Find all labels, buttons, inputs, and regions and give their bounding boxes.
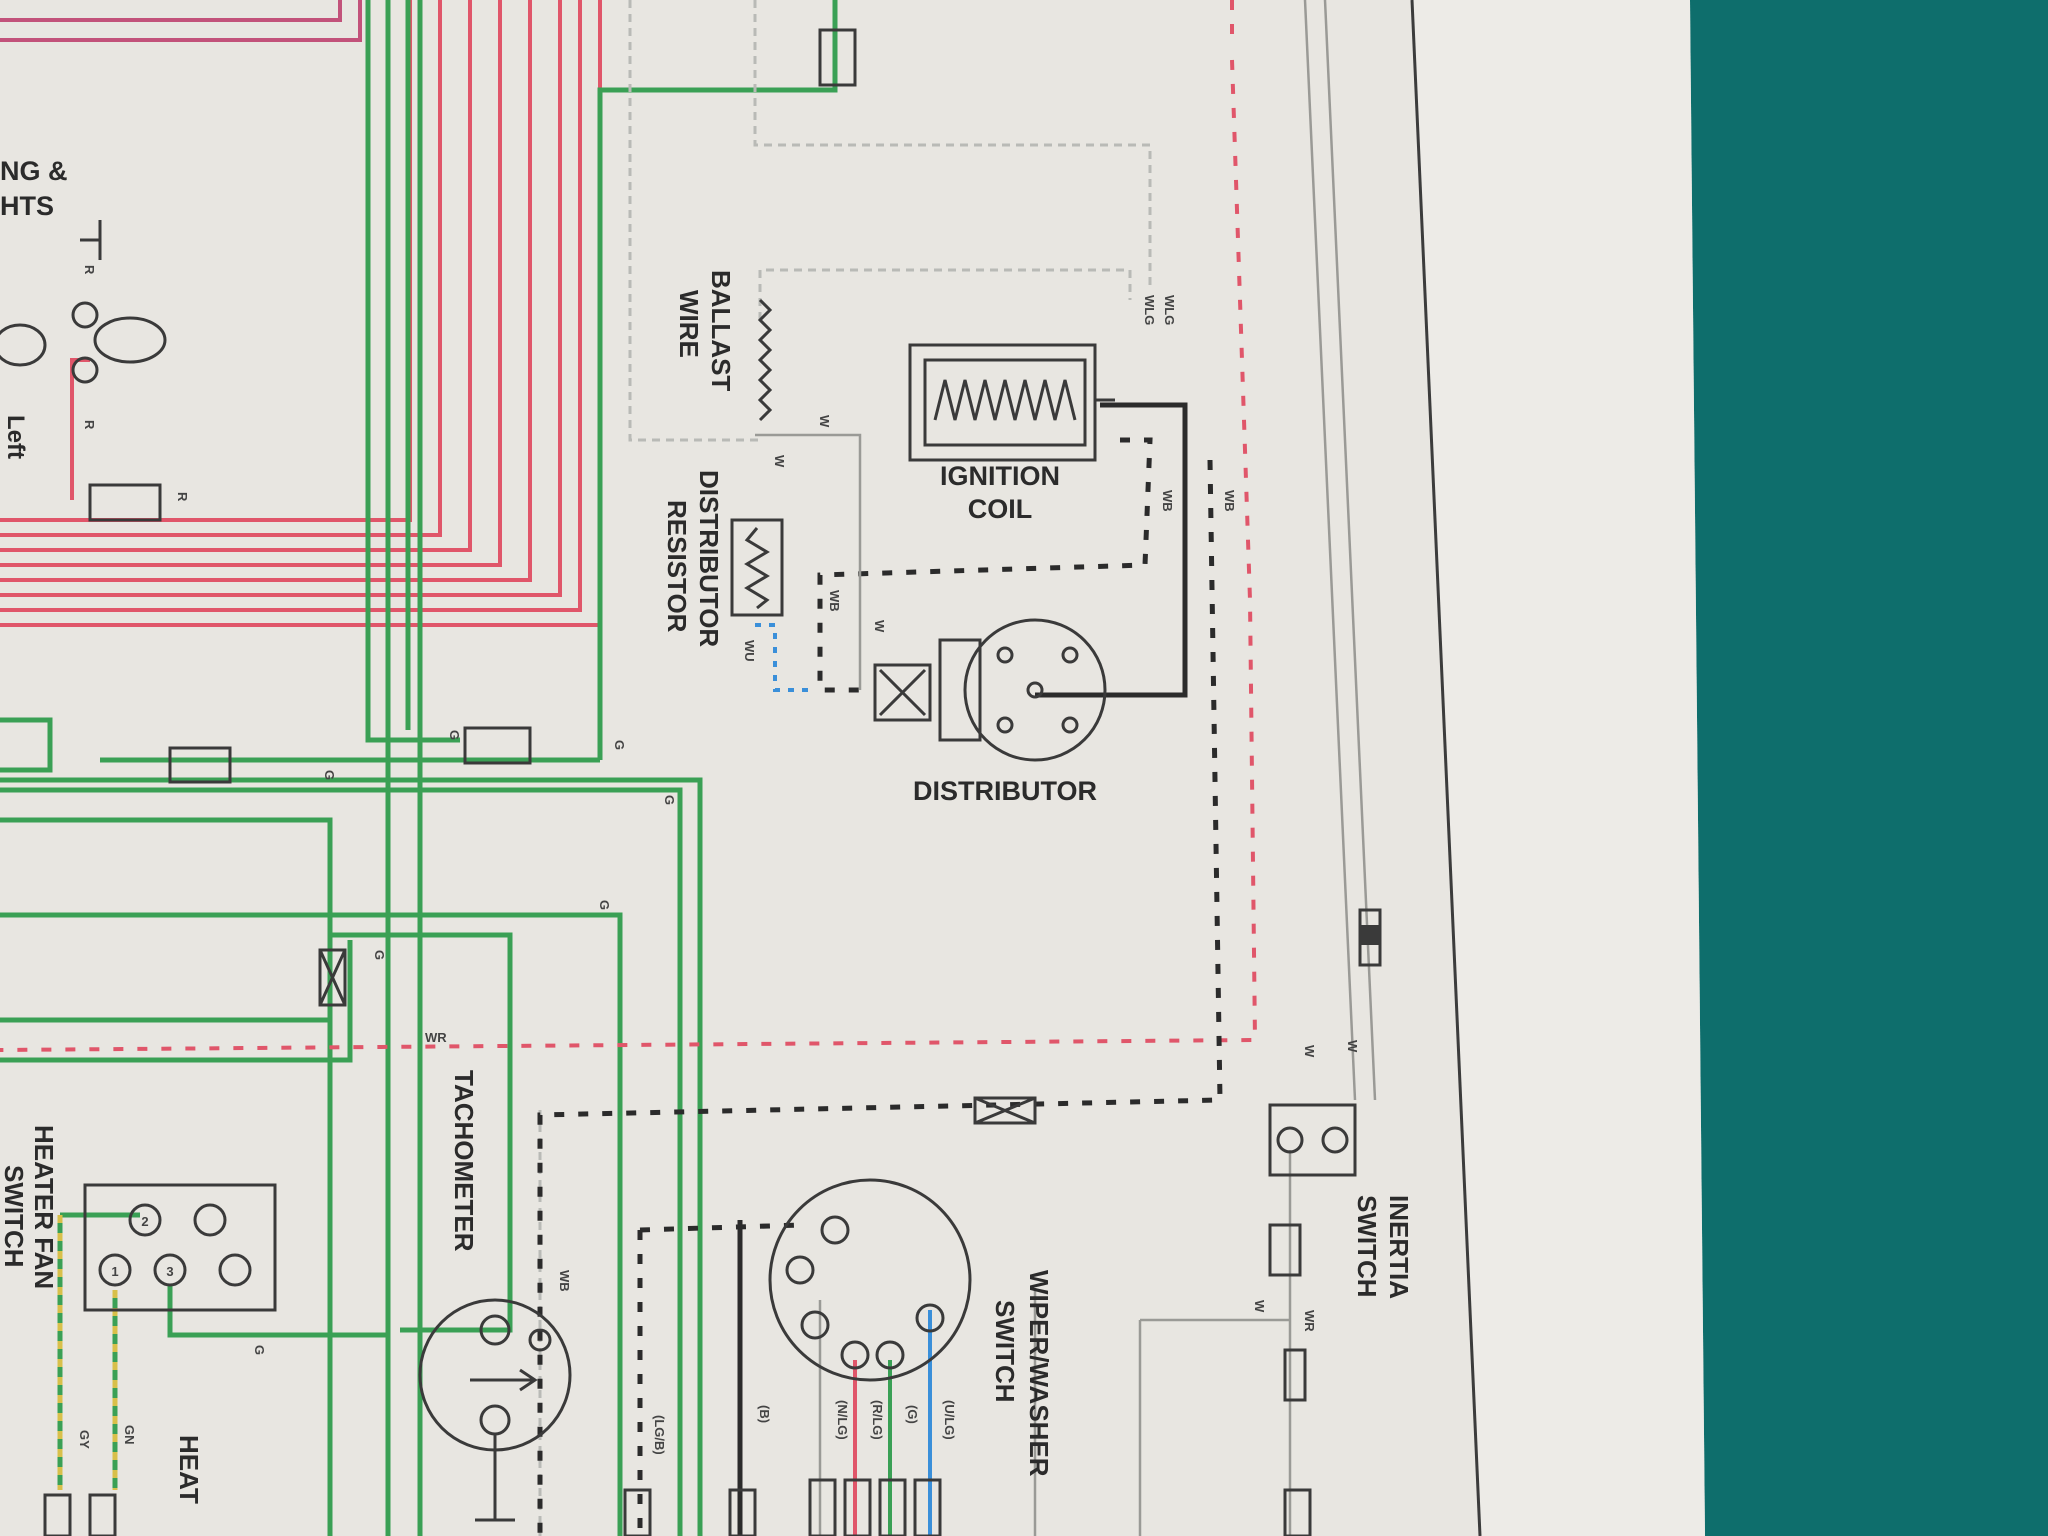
code-g: G [612,740,627,750]
grey-dashed-wires [538,0,1152,1536]
heater-fan-switch [83,1183,277,1312]
code-g: G [662,795,677,805]
tachometer [418,1298,572,1522]
code-w: W [1302,1045,1317,1058]
code-lgb: (LG/B) [652,1415,667,1455]
code-wb: WB [557,1270,572,1292]
left-lamp-label: Left [2,415,29,459]
heater-fan-switch-label-2: SWITCH [0,1165,29,1268]
code-nlg: (N/LG) [835,1400,850,1440]
component-labels: IGNITION COIL DISTRIBUTOR BALLAST WIRE D… [0,156,1414,1504]
code-wb: WB [827,590,842,612]
heater-fan-switch-label-1: HEATER FAN [29,1125,59,1289]
code-g: G [447,730,462,740]
distributor-resistor-label-2: RESISTOR [662,500,692,633]
green-yellow-wire [57,1212,140,1490]
black-dashed-wire [537,437,1223,1536]
code-g: G [322,770,337,780]
code-wb: WB [1222,490,1237,512]
code-wb: WB [1160,490,1175,512]
connectors [43,28,1382,1536]
terminal-3: 3 [166,1264,173,1279]
code-b: (B) [757,1405,772,1423]
code-r: R [82,265,97,275]
code-w: W [872,620,887,633]
lights-label-partial-1: NG & [0,156,68,186]
distributor-resistor [730,518,784,617]
lights-label-partial-2: HTS [0,191,54,221]
ignition-coil-label-2: COIL [968,494,1033,524]
wire-code-labels: G G G G G G G R R R W W W W W W WB WB WB… [77,265,1360,1455]
lamp-symbol [0,220,167,384]
code-w: W [1345,1040,1360,1053]
code-gy: GY [77,1430,92,1449]
terminal-1: 1 [111,1264,118,1279]
code-r: R [82,420,97,430]
ballast-wire-resistor [757,298,773,422]
code-r: R [175,492,190,502]
inertia-switch-label-2: SWITCH [1352,1195,1382,1298]
code-gn: GN [122,1425,137,1445]
code-wr: WR [425,1030,447,1045]
code-g: G [252,1345,267,1355]
black-coil-wire [737,402,1188,1536]
ballast-wire-label-2: WIRE [674,290,704,358]
tachometer-label: TACHOMETER [449,1070,479,1252]
inertia-switch [1268,1103,1357,1402]
wiper-washer-switch [768,1178,972,1382]
code-g: G [597,900,612,910]
red-dashed-wire [0,0,1258,1052]
red-green-wires [853,1360,892,1536]
terminal-2: 2 [141,1214,148,1229]
code-g-bracket: (G) [905,1405,920,1424]
border-line [1410,0,1482,1536]
distributor [873,618,1107,762]
white-wires [755,0,1377,1536]
blue-wires [755,623,932,1536]
paper-sheet [0,0,1705,1536]
wiper-washer-switch-label-2: SWITCH [990,1300,1020,1403]
code-wlg: WLG [1162,295,1177,325]
code-w: W [772,455,787,468]
code-g: G [372,950,387,960]
heater-label-partial: HEAT [174,1435,204,1504]
code-w: W [817,415,832,428]
code-w: W [1252,1300,1267,1313]
distributor-resistor-label-1: DISTRIBUTOR [694,470,724,647]
code-wu: WU [742,640,757,662]
code-ulg: (U/LG) [942,1400,957,1440]
code-wlg: WLG [1142,295,1157,325]
inertia-switch-label-1: INERTIA [1384,1195,1414,1299]
code-wr: WR [1302,1310,1317,1332]
distributor-label: DISTRIBUTOR [913,776,1097,806]
code-rlg: (R/LG) [870,1400,885,1440]
wiper-washer-switch-label-1: WIPER/WASHER [1024,1270,1054,1477]
green-wire-network [0,0,838,1536]
switch-terminals: 2 1 3 [111,1214,173,1279]
ballast-wire-label-1: BALLAST [706,270,736,391]
ignition-coil-label-1: IGNITION [940,461,1060,491]
ignition-coil [908,343,1115,462]
